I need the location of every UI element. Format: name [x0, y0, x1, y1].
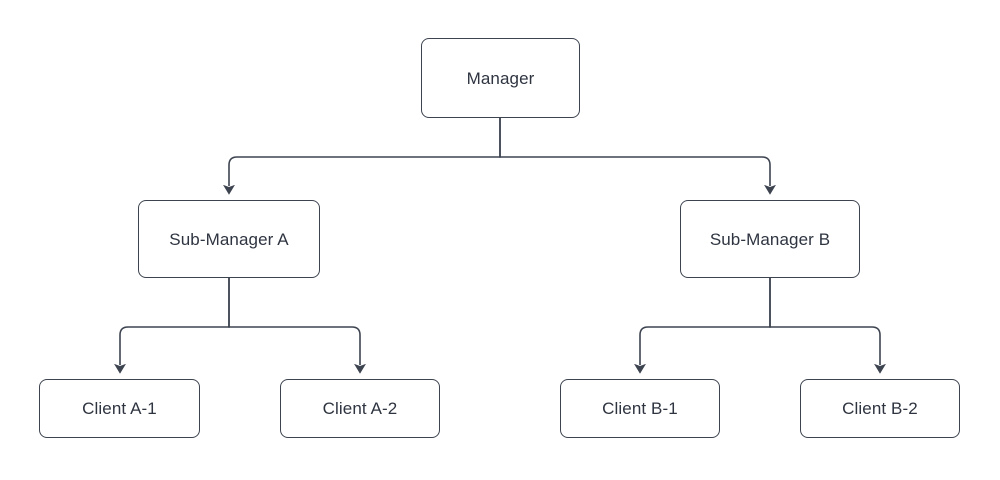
connector-sub-manager-b-to-client-b-1 — [634, 278, 771, 374]
node-client-a-2-label: Client A-2 — [322, 399, 398, 418]
node-client-b-1-label: Client B-1 — [602, 399, 678, 418]
node-client-a-2[interactable]: Client A-2 — [280, 379, 440, 438]
node-client-a-1[interactable]: Client A-1 — [39, 379, 200, 438]
node-manager-label: Manager — [466, 68, 535, 88]
node-sub-manager-a[interactable]: Sub-Manager A — [138, 200, 320, 278]
connector-sub-manager-a-to-client-a-2 — [228, 278, 366, 374]
node-sub-manager-b-label: Sub-Manager B — [709, 229, 831, 249]
connector-manager-to-sub-manager-b — [499, 118, 776, 195]
node-sub-manager-a-label: Sub-Manager A — [169, 229, 289, 249]
connector-sub-manager-a-to-client-a-1 — [114, 278, 230, 374]
connector-manager-to-sub-manager-a — [223, 118, 501, 195]
node-client-b-1[interactable]: Client B-1 — [560, 379, 720, 438]
node-client-a-1-label: Client A-1 — [82, 399, 157, 418]
node-manager[interactable]: Manager — [421, 38, 580, 118]
connector-sub-manager-b-to-client-b-2 — [769, 278, 886, 374]
node-client-b-2-label: Client B-2 — [842, 399, 918, 418]
node-client-b-2[interactable]: Client B-2 — [800, 379, 960, 438]
node-sub-manager-b[interactable]: Sub-Manager B — [680, 200, 860, 278]
